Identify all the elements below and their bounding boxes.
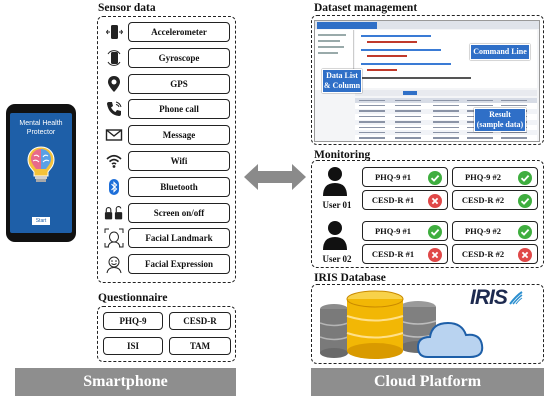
iris-swoosh-icon — [509, 291, 523, 305]
monitor-item: CESD-R #1 — [362, 190, 448, 210]
start-button[interactable]: Start — [32, 217, 50, 225]
user-01-label: User 01 — [322, 200, 352, 210]
monitor-item-label: PHQ-9 #2 — [464, 172, 502, 182]
database-cloud-illustration — [320, 290, 484, 359]
table-row — [355, 130, 537, 136]
monitor-item-label: PHQ-9 #1 — [374, 172, 412, 182]
check-circle-icon — [428, 171, 442, 185]
iris-database-box — [311, 284, 544, 364]
iris-database-title: IRIS Database — [314, 272, 386, 284]
smartphone-banner: Smartphone — [15, 368, 236, 396]
dataset-management-title: Dataset management — [314, 2, 418, 14]
lock-unlock-icon — [104, 204, 124, 222]
monitor-item: CESD-R #2 — [452, 244, 538, 264]
bidirectional-arrow-icon — [244, 164, 306, 190]
sensor-data-title: Sensor data — [98, 2, 156, 14]
sensor-data-box — [97, 16, 236, 283]
check-circle-icon — [428, 225, 442, 239]
questionnaire-box — [97, 306, 236, 362]
sensor-item: Screen on/off — [128, 202, 230, 223]
gps-pin-icon — [104, 75, 124, 93]
monitoring-title: Monitoring — [314, 149, 371, 161]
monitor-item-label: PHQ-9 #2 — [464, 226, 502, 236]
iris-logo-text: IRIS — [470, 286, 508, 309]
sensor-item: Accelerometer — [128, 22, 230, 42]
iris-logo: IRIS — [470, 286, 524, 310]
screenshot-tabbar — [315, 21, 539, 29]
monitor-item: CESD-R #1 — [362, 244, 448, 264]
questionnaire-item: PHQ-9 — [103, 312, 163, 330]
phone-screen: Mental Health Protector Start — [10, 113, 72, 233]
phone-call-icon — [104, 100, 124, 118]
table-row — [355, 103, 537, 109]
check-circle-icon — [518, 194, 532, 208]
cross-circle-icon — [428, 194, 442, 208]
face-landmark-icon — [104, 228, 124, 248]
questionnaire-item: ISI — [103, 337, 163, 355]
sensor-item: Facial Landmark — [128, 228, 230, 249]
wifi-icon — [104, 152, 124, 170]
data-list-column-callout: Data List & Column — [322, 69, 362, 93]
sensor-item: Facial Expression — [128, 254, 230, 275]
user-icon — [323, 167, 347, 196]
cloud-platform-banner: Cloud Platform — [311, 368, 544, 396]
cross-circle-icon — [428, 248, 442, 262]
smartphone-illustration: Mental Health Protector Start — [6, 104, 76, 242]
sensor-item: Gyroscope — [128, 47, 230, 68]
command-line-callout: Command Line — [470, 44, 530, 60]
questionnaire-item: CESD-R — [169, 312, 231, 330]
monitor-item-label: CESD-R #2 — [461, 195, 505, 205]
monitor-item: PHQ-9 #2 — [452, 221, 538, 241]
cross-circle-icon — [518, 248, 532, 262]
screenshot-toolbar — [355, 90, 537, 96]
dataset-management-box — [311, 15, 544, 145]
user-02-label: User 02 — [322, 254, 352, 264]
envelope-icon — [104, 126, 124, 144]
sensor-item: Phone call — [128, 99, 230, 120]
monitor-item-label: CESD-R #1 — [371, 249, 415, 259]
face-expression-icon — [104, 255, 124, 274]
monitor-item: PHQ-9 #2 — [452, 167, 538, 187]
questionnaire-item: TAM — [169, 337, 231, 355]
sensor-item: Message — [128, 125, 230, 146]
monitoring-box — [311, 160, 544, 268]
check-circle-icon — [518, 171, 532, 185]
monitor-item: CESD-R #2 — [452, 190, 538, 210]
monitor-item: PHQ-9 #1 — [362, 221, 448, 241]
sensor-item: Bluetooth — [128, 176, 230, 197]
phone-accelerometer-icon — [104, 23, 124, 41]
table-row — [355, 98, 537, 103]
table-row — [355, 135, 537, 141]
check-circle-icon — [518, 225, 532, 239]
monitor-item: PHQ-9 #1 — [362, 167, 448, 187]
monitor-item-label: CESD-R #2 — [461, 249, 505, 259]
sensor-item: GPS — [128, 73, 230, 94]
brain-bulb-icon — [27, 146, 55, 182]
monitor-item-label: CESD-R #1 — [371, 195, 415, 205]
questionnaire-title: Questionnaire — [98, 292, 168, 304]
app-title: Mental Health Protector — [19, 120, 63, 136]
result-callout: Result (sample data) — [474, 108, 526, 132]
phone-gyroscope-icon — [104, 49, 124, 67]
monitor-item-label: PHQ-9 #1 — [374, 226, 412, 236]
screenshot-active-tab — [317, 22, 377, 29]
user-icon — [323, 221, 347, 250]
sensor-item: Wifi — [128, 151, 230, 171]
bluetooth-icon — [104, 178, 124, 196]
